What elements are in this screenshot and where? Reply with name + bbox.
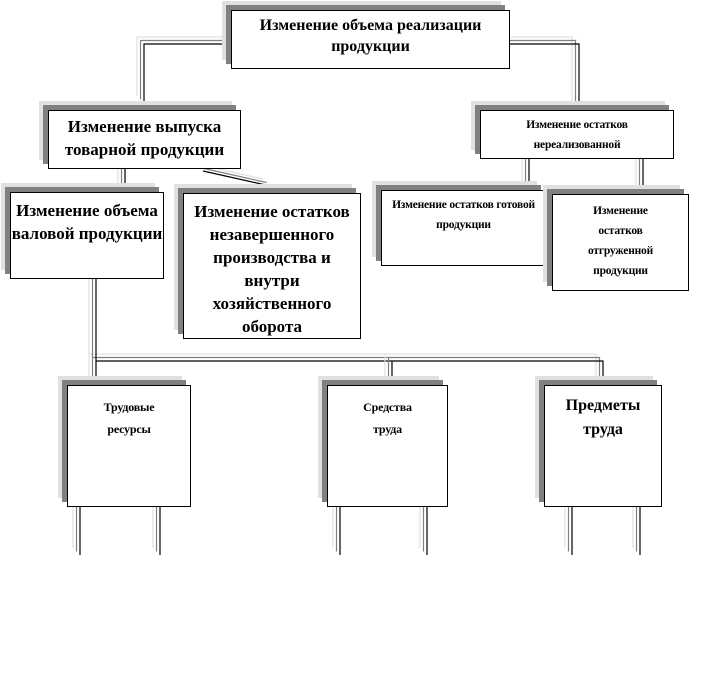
connector-line <box>88 272 597 378</box>
node-root: Изменение объема реализации продукции <box>231 10 510 69</box>
node-shipped-change-label: Изменение остатков отгруженной продукции <box>587 205 654 277</box>
node-gross-change-label: Изменение объема валовой продукции <box>11 201 163 243</box>
node-wip-change: Изменение остатков незавершенного произв… <box>183 193 361 339</box>
node-output-change: Изменение выпуска товарной продукции <box>48 110 241 169</box>
node-root-label: Изменение объема реализации продукции <box>259 17 482 55</box>
node-output-change-label: Изменение выпуска товарной продукции <box>64 117 225 159</box>
connector-line <box>95 279 604 385</box>
connector-line <box>139 39 228 100</box>
connector-line <box>199 166 267 184</box>
connector-line <box>509 43 580 110</box>
node-unsold-change-label: Изменение остатков нереализованной <box>526 119 628 151</box>
node-objects-of-labor: Предметы труда <box>544 385 662 507</box>
node-labor-resources: Трудовые ресурсы <box>67 385 191 507</box>
node-finished-change: Изменение остатков готовой продукции <box>381 190 546 266</box>
node-means-of-labor: Средства труда <box>327 385 448 507</box>
node-unsold-change: Изменение остатков нереализованной <box>480 110 674 159</box>
connector-line <box>202 170 271 187</box>
node-wip-change-label: Изменение остатков незавершенного произв… <box>194 202 350 336</box>
connector-line <box>136 36 224 96</box>
connector-line <box>502 36 573 103</box>
connector-line <box>505 39 577 107</box>
connector-line <box>143 43 231 103</box>
node-finished-change-label: Изменение остатков готовой продукции <box>392 199 535 231</box>
node-gross-change: Изменение объема валовой продукции <box>10 192 164 279</box>
node-shipped-change: Изменение остатков отгруженной продукции <box>552 194 689 291</box>
node-means-of-labor-label: Средства труда <box>363 400 412 436</box>
node-objects-of-labor-label: Предметы труда <box>565 397 641 438</box>
node-labor-resources-label: Трудовые ресурсы <box>103 400 155 436</box>
connector-line <box>91 275 601 382</box>
